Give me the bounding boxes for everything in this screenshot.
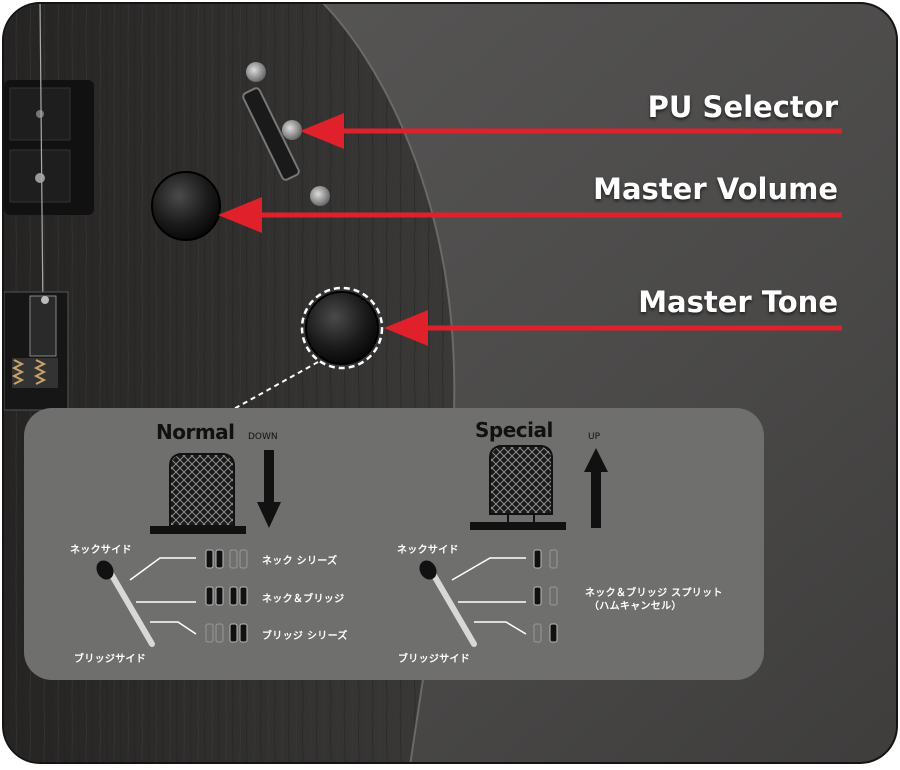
bridge-saddle (4, 291, 69, 411)
option-split-line1: ネック＆ブリッジ スプリット (585, 588, 723, 599)
option-neck-bridge: ネック＆ブリッジ (262, 594, 345, 605)
knob-icon (305, 291, 379, 365)
label-neck-side-normal: ネックサイド (70, 545, 132, 556)
arrow-up-icon (584, 448, 608, 528)
knob-special-illustration (470, 445, 566, 530)
direction-label-up: UP (588, 432, 601, 442)
info-panel (24, 408, 764, 680)
option-neck-series: ネック シリーズ (262, 556, 338, 567)
label-pu-selector: PU Selector (647, 90, 838, 124)
option-split-line2: （ハムキャンセル） (589, 601, 682, 612)
knob-icon (151, 171, 221, 241)
pickup-icon (4, 80, 94, 215)
mode-title-special: Special (475, 418, 553, 442)
callout-arrow-master-volume (218, 197, 842, 233)
lever-switch-icon (242, 62, 330, 206)
screw-icon (246, 62, 266, 82)
option-bridge-series: ブリッジ シリーズ (262, 631, 348, 642)
coil-icons-normal (205, 549, 248, 643)
selector-lever-special (419, 557, 527, 647)
label-bridge-side-normal: ブリッジサイド (74, 654, 147, 665)
label-master-volume: Master Volume (593, 172, 838, 206)
callout-arrow-pu-selector (300, 113, 842, 149)
direction-label-down: DOWN (248, 432, 278, 442)
mode-title-normal: Normal (156, 420, 235, 444)
arrow-down-icon (257, 450, 281, 528)
selector-lever-normal (96, 557, 197, 647)
tone-leader-line (231, 361, 319, 411)
knob-normal-illustration (150, 453, 246, 534)
screw-icon (310, 186, 330, 206)
coil-icons-special (533, 549, 558, 643)
callout-arrow-master-tone (384, 310, 842, 346)
label-neck-side-special: ネックサイド (397, 545, 459, 556)
label-master-tone: Master Tone (638, 285, 838, 319)
label-bridge-side-special: ブリッジサイド (398, 654, 471, 665)
tone-highlight-ring (300, 286, 384, 370)
